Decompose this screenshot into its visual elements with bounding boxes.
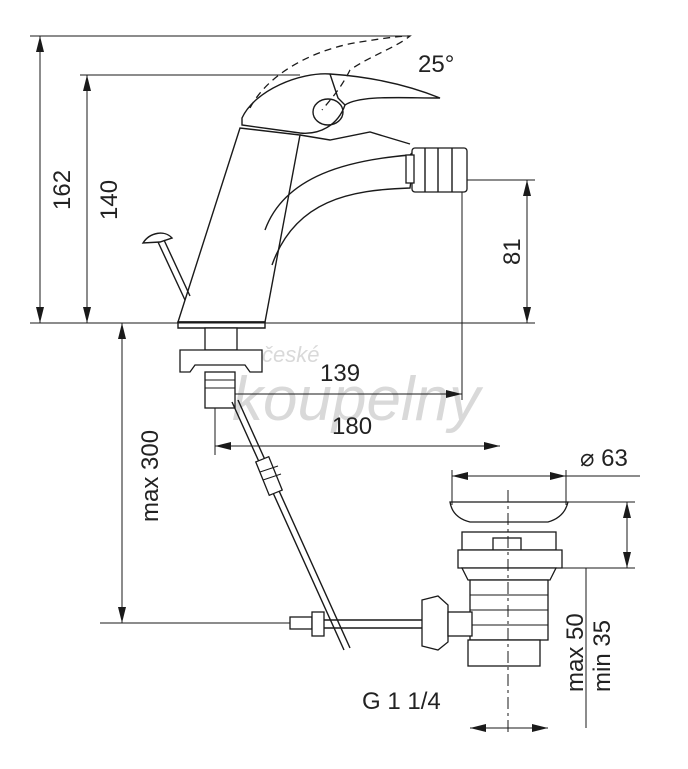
dimension-total-height: 162 <box>36 36 76 323</box>
dimension-max-hose: max 300 <box>118 323 164 623</box>
reference-lines <box>30 35 535 624</box>
drain-diameter-label: ⌀ 63 <box>580 445 628 472</box>
faucet-body <box>141 35 468 329</box>
lever-handle-raised <box>249 35 412 111</box>
mounting-shank <box>179 327 263 409</box>
lever-handle-detail <box>329 73 346 106</box>
faucet-column <box>177 127 301 323</box>
mounting-nut <box>179 349 263 373</box>
dimension-lever-reach: 180 <box>215 413 500 450</box>
body-height-label: 140 <box>96 180 123 220</box>
dimension-drain-diameter: ⌀ 63 <box>451 445 640 505</box>
spout-aerator <box>405 147 468 193</box>
drain-rod <box>289 611 425 637</box>
drain-outlet <box>467 639 541 667</box>
dimension-drain-height: max 50 min 35 <box>562 501 635 728</box>
dimension-body-height: 140 <box>83 75 123 323</box>
spout-top-edge <box>299 131 411 145</box>
popup-rod-top <box>157 241 186 301</box>
rod-coupling <box>254 455 284 497</box>
max-hose-label: max 300 <box>137 430 164 522</box>
faucet-base <box>177 321 266 329</box>
dimension-spout-height: 81 <box>499 180 531 323</box>
total-height-label: 162 <box>49 170 76 210</box>
shank-lower <box>204 371 236 409</box>
watermark-bottom: koupelny <box>232 365 484 434</box>
dimension-drain-thread: G 1 1/4 <box>362 688 548 732</box>
drain-side-clip <box>421 595 449 651</box>
lever-pivot <box>312 98 344 126</box>
drain-cap <box>449 501 569 523</box>
popup-knob <box>141 232 174 244</box>
drain-body-top <box>457 549 563 569</box>
drain-min-label: min 35 <box>589 620 616 692</box>
spout-reach-label: 139 <box>320 360 360 387</box>
popup-rod <box>231 399 351 651</box>
spout-arm <box>264 148 416 266</box>
lever-handle <box>241 73 441 134</box>
angle-label: 25° <box>418 51 454 78</box>
lever-reach-label: 180 <box>332 413 372 440</box>
drain-assembly <box>421 490 569 735</box>
shank-upper <box>204 327 238 351</box>
watermark-top: české <box>262 342 319 367</box>
drain-center <box>492 537 522 551</box>
drain-thread-label: G 1 1/4 <box>362 688 441 715</box>
spout-height-label: 81 <box>499 238 526 265</box>
drain-max-label: max 50 <box>562 613 589 692</box>
watermark: české koupelny <box>232 342 484 434</box>
